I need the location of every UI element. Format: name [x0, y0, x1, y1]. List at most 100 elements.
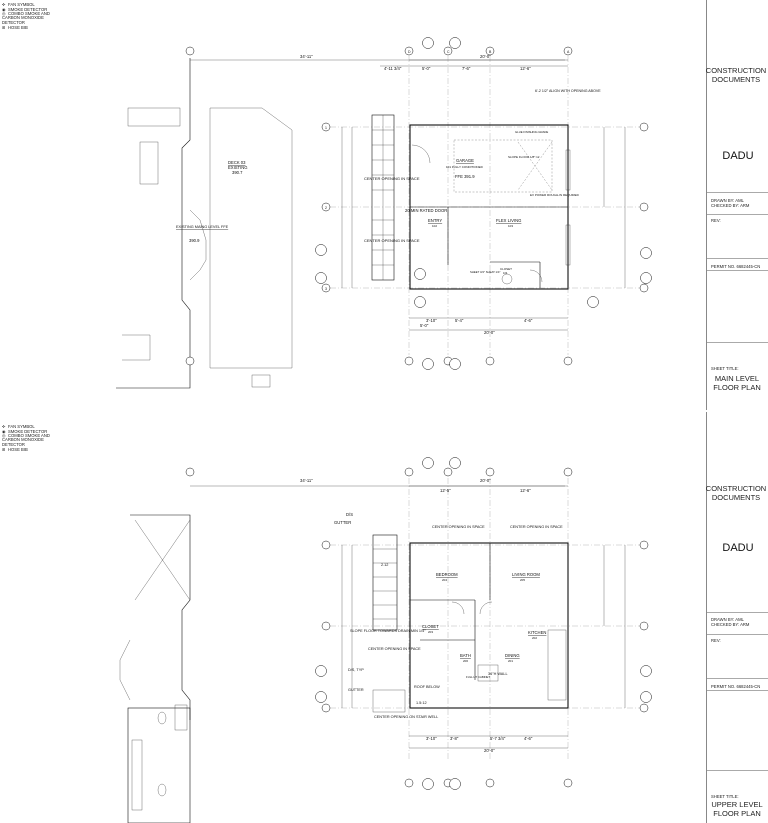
- note: CENTER OPENING IN SPACE: [364, 238, 420, 243]
- dim: 5'-7 3/4": [490, 736, 506, 741]
- room-name: KITCHEN: [528, 630, 546, 635]
- room-sub: 205: [520, 578, 525, 582]
- fan-icon: ✣: [2, 2, 6, 7]
- room-name: CLOSET: [500, 267, 512, 271]
- permit-number: PERMIT NO. 6682445-CN: [711, 264, 761, 269]
- dim: 7'-6": [462, 66, 471, 71]
- door-swing: [411, 144, 431, 164]
- co-detector-icon: ◎: [2, 11, 6, 16]
- dim: 3'-10": [426, 736, 437, 741]
- dim: 5'-4": [455, 318, 464, 323]
- room-name: LIVING ROOM: [512, 572, 540, 577]
- legend-label: SMOKE DETECTOR: [8, 7, 48, 12]
- bay-window: [189, 209, 207, 281]
- existing-door: [122, 334, 151, 361]
- note: CENTER OPENING IN SPACE: [510, 525, 563, 529]
- ffe: FFE 391.9: [455, 174, 475, 179]
- legend-label: FAN SYMBOL: [8, 2, 35, 7]
- document-title: CONSTRUCTION DOCUMENTS: [705, 484, 767, 502]
- note: 6'-2 1/2" ALIGN WITH OPENING ABOVE: [535, 89, 601, 93]
- smoke-detector-icon: ◉: [2, 429, 6, 434]
- grid-label: C: [447, 50, 450, 54]
- grid-label: 2: [325, 206, 327, 210]
- note: GUTTER: [348, 688, 364, 692]
- note: 20 MIN RATED DOOR: [405, 208, 447, 213]
- width-total: 20'-0": [480, 478, 491, 483]
- existing-table: [139, 141, 159, 185]
- legend-label: HOSE BIB: [8, 447, 28, 453]
- stair-treads: [372, 129, 394, 266]
- legend-item: ⊞HOSE BIB: [2, 447, 62, 452]
- room-name: FLEX LIVING: [496, 218, 521, 223]
- deck-label: EXISTING: [228, 165, 248, 170]
- note: CENTER OPENING IN SPACE: [368, 647, 421, 651]
- note: GLUE FINISHING GRADE: [515, 130, 548, 134]
- room-sub: 204: [442, 578, 447, 582]
- existing-bath: [127, 707, 191, 823]
- dim: 12'-6": [520, 488, 531, 493]
- legend-label: SMOKE DETECTOR: [8, 429, 48, 434]
- dim: 4'-6": [524, 736, 533, 741]
- drawn-by: DRAWN BY: AML: [711, 617, 744, 622]
- checked-by: CHECKED BY: ARM: [711, 203, 750, 208]
- dim: 12'-5": [440, 488, 451, 493]
- project-name: DADU: [722, 542, 754, 554]
- kitchen-counter: [547, 629, 567, 701]
- legend-item: ◉SMOKE DETECTOR: [2, 429, 62, 434]
- sheet-title: MAIN LEVEL FLOOR PLAN: [713, 374, 761, 392]
- main-level-plan: [116, 37, 652, 389]
- dim: 3'-8": [450, 736, 459, 741]
- grid-label: B: [489, 50, 492, 54]
- overall-dim: 34'-11": [300, 54, 313, 59]
- note: 2.12: [381, 563, 388, 567]
- hose-bib-icon: ⊞: [2, 25, 6, 31]
- garage-parking-box: [453, 139, 553, 193]
- water-heater: [501, 273, 513, 285]
- room-name: CLOSET: [422, 624, 439, 629]
- note: 1.5:12: [416, 701, 427, 705]
- note: ROOF BELOW: [414, 685, 440, 689]
- legend-item: ⊞HOSE BIB: [2, 25, 62, 30]
- room-sub: 102: [432, 224, 437, 228]
- toilet-icon: [157, 711, 167, 725]
- upper-stair: [372, 534, 398, 631]
- legend-item: ✣FAN SYMBOL: [2, 2, 62, 7]
- co-detector-icon: ◎: [2, 433, 6, 438]
- legend-item: ◉SMOKE DETECTOR: [2, 7, 62, 12]
- room-sub: 203: [428, 630, 433, 634]
- dim: 20'-0": [484, 748, 495, 753]
- sheet-title: UPPER LEVEL FLOOR PLAN: [711, 800, 763, 818]
- checked-by: CHECKED BY: ARM: [711, 622, 750, 627]
- note: GUTTER: [334, 520, 351, 525]
- legend-item: ◎COMBO SMOKE AND CARBON MONOXIDE DETECTO…: [2, 11, 62, 25]
- note: SLOPE FLOOR 1/8":12: [508, 155, 540, 159]
- permit-number: PERMIT NO. 6682445-CN: [711, 684, 761, 689]
- smoke-detector-icon: ◉: [2, 7, 6, 12]
- room-sub: 201: [508, 659, 513, 663]
- note: D/S, TYP: [348, 668, 364, 672]
- existing-counter: [127, 107, 181, 127]
- section-marks-upper: [315, 457, 652, 790]
- existing-roof-edge: [130, 514, 191, 720]
- title-block-top: CONSTRUCTION DOCUMENTS DADU DRAWN BY: AM…: [706, 0, 768, 410]
- legend-label: HOSE BIB: [8, 25, 28, 31]
- deck-label: 390.7: [232, 170, 243, 175]
- project-name: DADU: [722, 150, 754, 162]
- grid-label: 1: [325, 126, 327, 130]
- grid-bubble-top: [185, 46, 649, 366]
- room-sub: 103: [508, 224, 513, 228]
- roof-below: [372, 689, 406, 713]
- existing-ffe: EXISTING MAING LEVEL FFE: [176, 225, 229, 229]
- title-block-bottom: CONSTRUCTION DOCUMENTS DADU DRAWN BY: AM…: [706, 412, 768, 823]
- upper-exterior-wall: [409, 542, 569, 709]
- note: FULL HT CABINET: [466, 675, 490, 679]
- dim: 4'-11 3/4": [384, 66, 402, 71]
- sheet-title-label: SHEET TITLE:: [711, 794, 739, 799]
- rev: REV:: [711, 218, 721, 223]
- deck-outline: [209, 107, 293, 369]
- grid-label: D: [408, 50, 411, 54]
- room-name: ENTRY: [428, 218, 442, 223]
- existing-ffe: 390.9: [189, 238, 200, 243]
- section-marks: [315, 37, 652, 370]
- drawn-by: DRAWN BY: AML: [711, 198, 744, 203]
